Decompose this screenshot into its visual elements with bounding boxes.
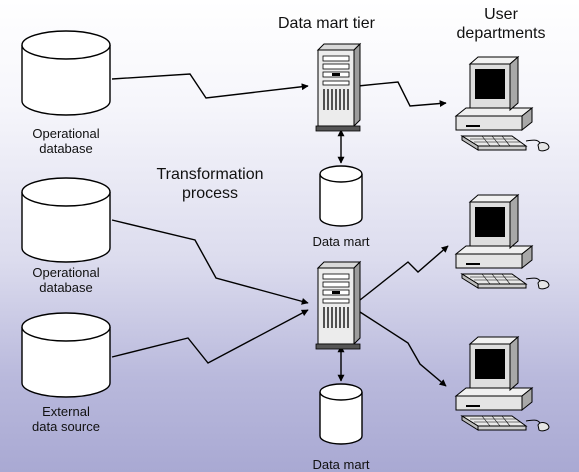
database-icon [319, 165, 363, 227]
user-departments-line2: departments [456, 24, 546, 42]
opdb1-line1: Operational [32, 126, 100, 141]
opdb1-line2: database [39, 141, 93, 157]
user-departments-line1: User [484, 6, 518, 23]
operational-database-2-label: Operational database [16, 265, 116, 296]
workstation-icon [455, 56, 550, 152]
link-server1-to-pc1 [357, 81, 447, 108]
link-external-to-server2 [111, 309, 309, 364]
database-icon [21, 177, 111, 263]
data-mart-2-label: Data mart [312, 457, 370, 472]
link-server2-to-pc3 [359, 311, 447, 387]
database-icon [319, 383, 363, 445]
external-line2: data source [32, 419, 100, 435]
transformation-process-label: Transformation process [138, 166, 282, 204]
database-icon [21, 30, 111, 116]
opdb2-line1: Operational [32, 265, 100, 280]
link-server2-to-pc2 [359, 245, 449, 301]
workstation-icon [455, 194, 550, 290]
data-mart-1-label: Data mart [312, 234, 370, 249]
data-mart-tier-heading: Data mart tier [278, 15, 375, 32]
external-data-source-label: External data source [16, 404, 116, 435]
link-opdb2-to-server2 [111, 219, 309, 305]
transformation-line2: process [181, 184, 239, 202]
external-line1: External [42, 404, 90, 419]
server-icon [315, 43, 361, 132]
operational-database-1-label: Operational database [16, 126, 116, 157]
transformation-line1: Transformation [156, 166, 264, 183]
link-opdb1-to-server1 [111, 73, 309, 99]
user-departments-heading: User departments [446, 6, 556, 44]
database-icon [21, 312, 111, 398]
opdb2-line2: database [39, 280, 93, 296]
workstation-icon [455, 336, 550, 432]
server-icon [315, 261, 361, 350]
